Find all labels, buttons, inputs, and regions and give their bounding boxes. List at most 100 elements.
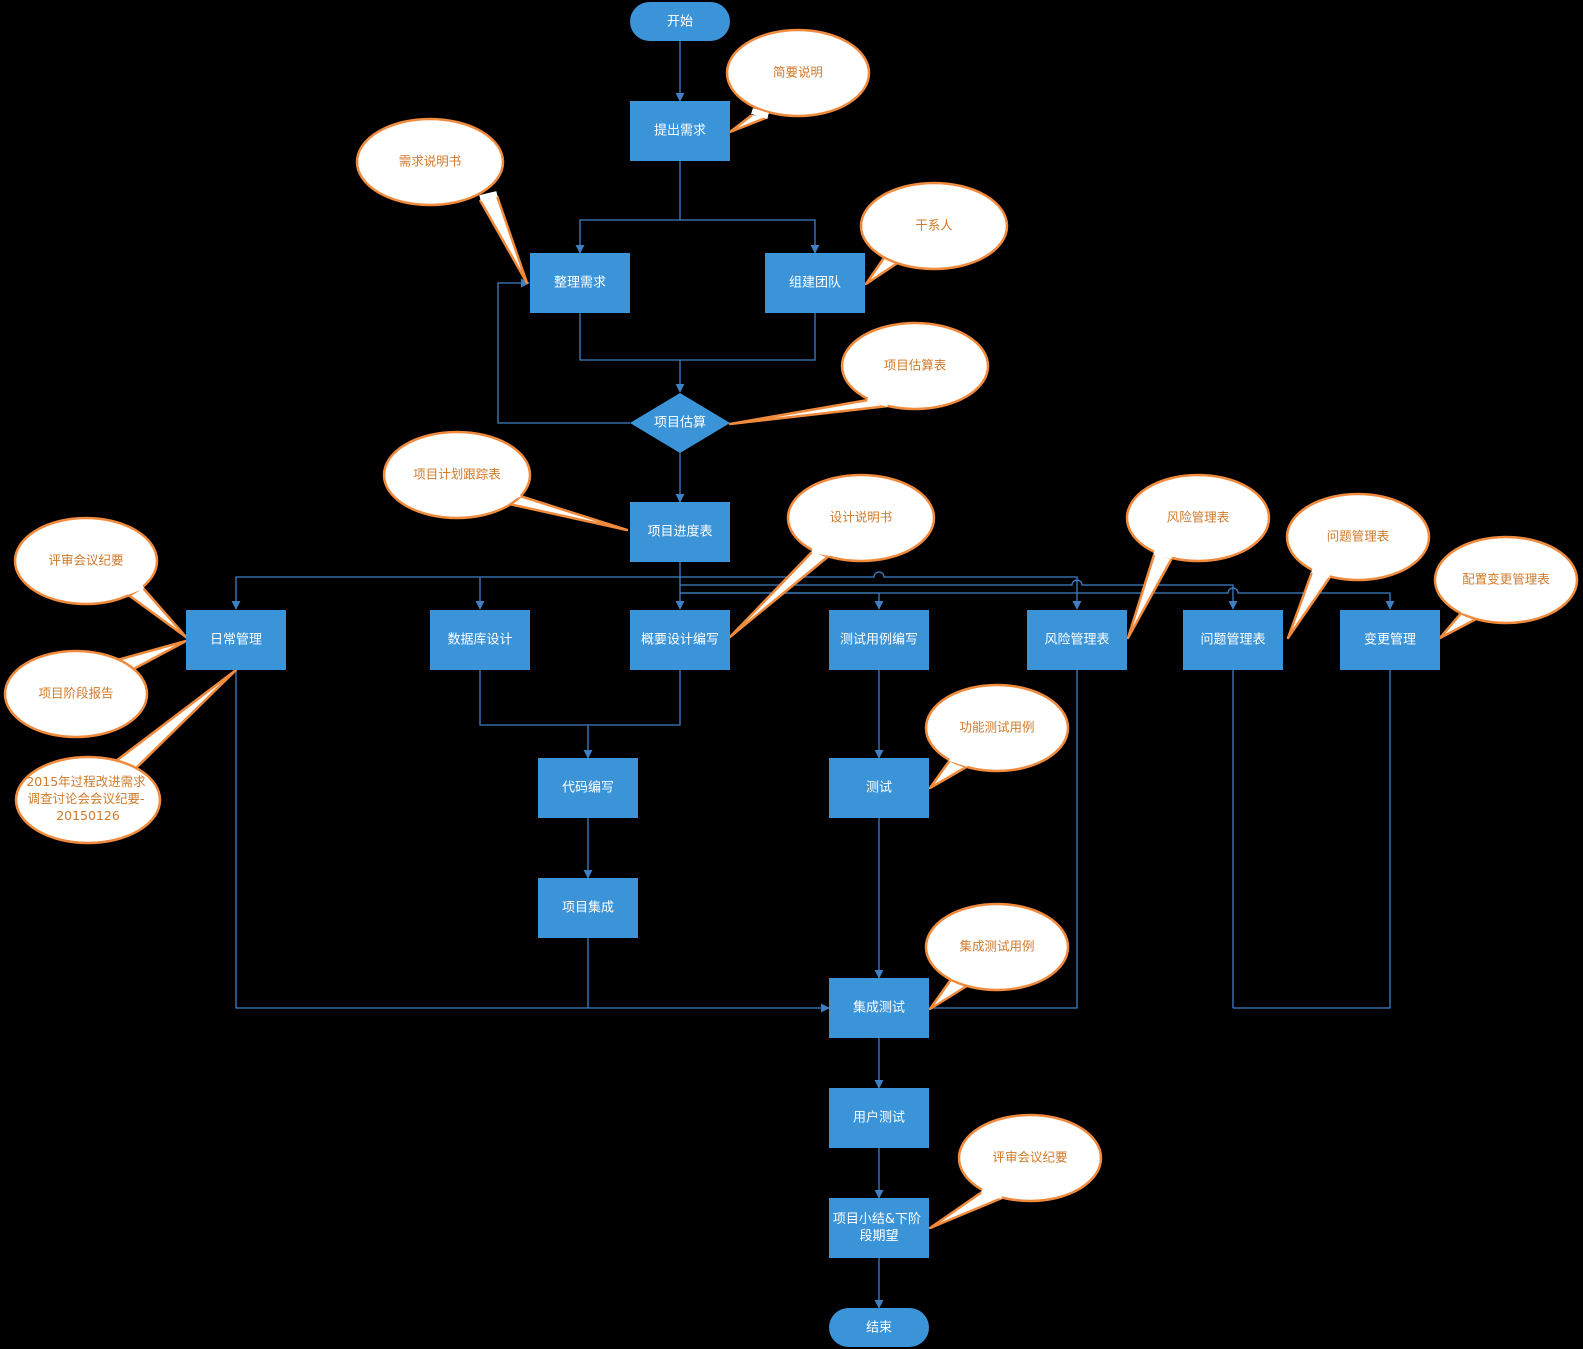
node-label: 测试	[866, 781, 892, 796]
node-label: 结束	[866, 1321, 892, 1336]
callout-int-testcase: 集成测试用例	[924, 902, 1070, 1011]
callout-text: 设计说明书	[830, 510, 893, 525]
callout-plan-track: 项目计划跟踪表	[382, 430, 629, 532]
callout-bubble	[924, 902, 1070, 992]
connector	[680, 219, 820, 254]
node-risk[interactable]: 风险管理表	[1027, 610, 1127, 670]
connector	[479, 670, 681, 726]
callout-tail	[728, 551, 831, 639]
node-issue[interactable]: 问题管理表	[1183, 610, 1283, 670]
connector	[1233, 670, 1391, 1009]
connector	[579, 313, 816, 361]
node-test[interactable]: 测试	[829, 758, 929, 818]
node-user-test[interactable]: 用户测试	[829, 1088, 929, 1148]
callout-text: 评审会议纪要	[992, 1150, 1067, 1165]
node-label: 用户测试	[853, 1110, 905, 1126]
node-summary[interactable]: 项目小结&下阶 段期望	[829, 1198, 929, 1258]
node-db-design[interactable]: 数据库设计	[430, 610, 530, 670]
node-label: 组建团队	[789, 276, 841, 291]
node-change[interactable]: 变更管理	[1340, 610, 1440, 670]
node-label: 项目集成	[562, 900, 614, 916]
callout-tail	[499, 494, 629, 532]
callout-tail	[728, 114, 769, 134]
node-label: 变更管理	[1364, 632, 1416, 648]
callout-brief: 简要说明	[725, 28, 871, 134]
node-end[interactable]: 结束	[829, 1308, 929, 1347]
connector	[497, 278, 630, 424]
callout-text: 集成测试用例	[959, 939, 1034, 954]
node-build-team[interactable]: 组建团队	[765, 253, 865, 313]
callout-text: 配置变更管理表	[1462, 572, 1550, 587]
callout-bubble	[859, 181, 1009, 271]
callout-bubble	[1125, 473, 1271, 563]
callout-config-change: 配置变更管理表	[1433, 535, 1579, 640]
callouts: 简要说明 需求说明书 干系人 项目估算表 项目计划跟踪表	[3, 28, 1579, 1230]
node-testcase[interactable]: 测试用例编写	[829, 610, 929, 670]
callout-bubble	[14, 755, 162, 845]
callout-bubble	[3, 649, 149, 739]
node-label: 问题管理表	[1200, 633, 1265, 648]
flow-nodes: 开始 提出需求 整理需求 组建团队 项目估算 项目进度表 日常管理 数据库设计	[186, 2, 1440, 1347]
connector	[235, 670, 830, 1013]
connector	[680, 579, 1238, 610]
node-label: 代码编写	[562, 781, 614, 796]
callout-design-spec: 设计说明书	[728, 473, 936, 639]
callout-bubble	[355, 117, 505, 207]
callout-review-minutes-1: 评审会议纪要	[13, 516, 188, 639]
connector	[575, 161, 681, 254]
node-organize-req[interactable]: 整理需求	[530, 253, 630, 313]
callout-bubble	[13, 516, 159, 606]
node-daily[interactable]: 日常管理	[186, 610, 286, 670]
callout-text: 需求说明书	[399, 154, 462, 169]
node-label: 整理需求	[554, 276, 606, 291]
node-schedule[interactable]: 项目进度表	[630, 502, 730, 562]
connector	[231, 576, 680, 610]
callout-review-minutes-2: 评审会议纪要	[928, 1113, 1103, 1230]
node-label: 测试用例编写	[840, 633, 918, 648]
callout-tail	[728, 398, 889, 426]
node-label: 日常管理	[210, 633, 262, 648]
callout-text: 项目阶段报告	[38, 686, 113, 701]
node-submit-req[interactable]: 提出需求	[630, 101, 730, 161]
node-label: 概要设计编写	[641, 633, 719, 648]
callout-text: 问题管理表	[1327, 529, 1390, 544]
node-label: 项目小结&下阶 段期望	[833, 1212, 925, 1244]
callout-process-minutes: 2015年过程改进需求 调查讨论会会议纪要- 20150126	[14, 668, 238, 845]
node-outline-design[interactable]: 概要设计编写	[630, 610, 730, 670]
callout-bubble	[924, 683, 1070, 773]
callout-tail	[478, 195, 529, 285]
callout-tail	[1286, 571, 1332, 640]
callout-text: 项目计划跟踪表	[413, 467, 501, 482]
node-estimate[interactable]: 项目估算	[630, 393, 730, 453]
callout-text: 功能测试用例	[959, 720, 1034, 735]
connector	[680, 587, 1395, 610]
node-integration[interactable]: 项目集成	[538, 878, 638, 938]
connector	[680, 571, 1082, 610]
callout-bubble	[382, 430, 532, 520]
node-label: 项目进度表	[647, 524, 712, 540]
callout-bubble	[725, 28, 871, 118]
connector-lines	[231, 41, 1395, 1309]
callout-tail	[126, 587, 188, 639]
connector	[929, 670, 1078, 1009]
node-int-test[interactable]: 集成测试	[829, 978, 929, 1038]
callout-text: 项目估算表	[884, 358, 947, 373]
callout-func-testcase: 功能测试用例	[924, 683, 1070, 790]
callout-bubble	[840, 321, 990, 411]
callout-bubble	[1285, 492, 1431, 582]
node-label: 集成测试	[853, 1000, 905, 1016]
callout-stage-report: 项目阶段报告	[3, 639, 188, 739]
callout-text: 风险管理表	[1167, 510, 1230, 525]
callout-tail	[1126, 554, 1174, 640]
node-label: 提出需求	[654, 123, 706, 139]
callout-bubble	[786, 473, 936, 563]
node-start[interactable]: 开始	[630, 2, 730, 41]
callout-text: 简要说明	[773, 65, 823, 80]
callout-issue-table: 问题管理表	[1285, 492, 1431, 640]
node-label: 开始	[667, 15, 693, 30]
callout-text: 2015年过程改进需求 调查讨论会会议纪要- 20150126	[26, 774, 149, 823]
node-coding[interactable]: 代码编写	[538, 758, 638, 818]
callout-bubble	[957, 1113, 1103, 1203]
callout-stakeholder: 干系人	[859, 181, 1009, 286]
